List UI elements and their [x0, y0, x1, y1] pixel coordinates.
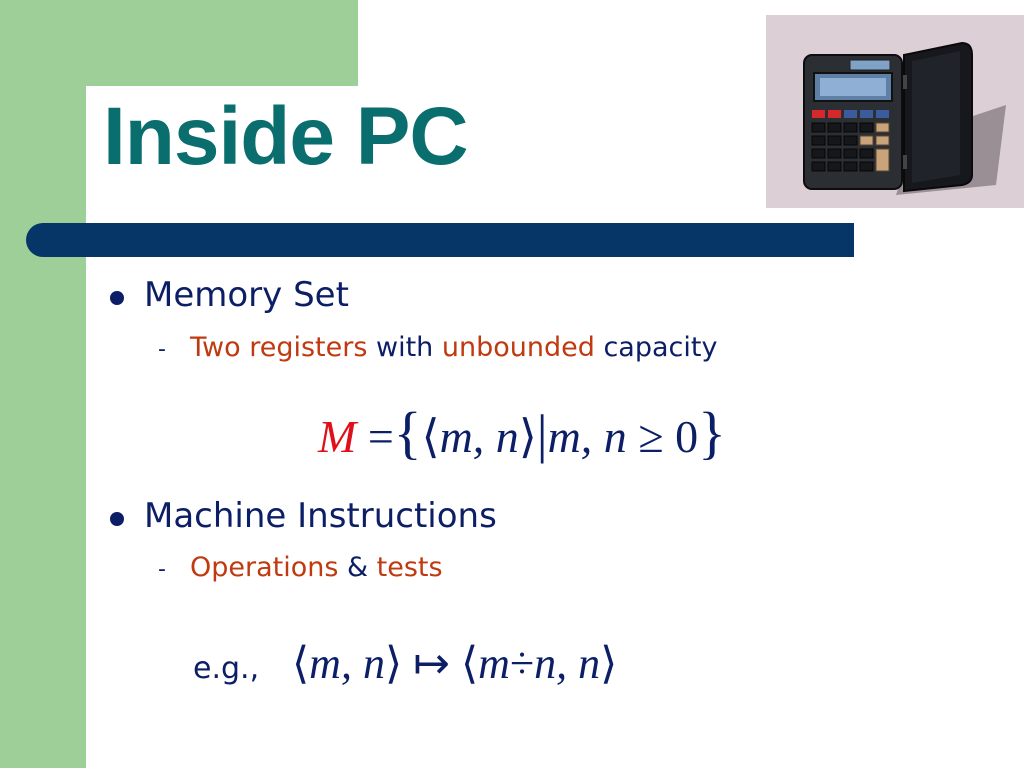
bullet-dot — [110, 291, 124, 305]
sub-bullet-registers: Two registers with unbounded capacity — [190, 332, 718, 363]
sub-bullet-dash: - — [158, 337, 166, 362]
bullet-machine-instructions: Machine Instructions — [144, 496, 497, 536]
formula-m: M — [318, 411, 357, 462]
example-formula: ⟨m, n⟩ ↦ ⟨m÷n, n⟩ — [292, 639, 618, 688]
slide-title: Inside PC — [103, 91, 469, 182]
title-underline-bar — [26, 223, 854, 257]
bullet-memory-set: Memory Set — [144, 275, 349, 315]
memory-set-formula: M ={⟨m, n⟩|m, n ≥ 0} — [318, 400, 726, 465]
example-label: e.g., — [193, 651, 260, 686]
calculator-icon — [766, 15, 1024, 208]
highlight-tests: tests — [376, 552, 443, 583]
sub-bullet-dash: - — [158, 557, 166, 582]
green-top-band — [86, 0, 358, 86]
highlight-unbounded: unbounded — [441, 332, 595, 363]
highlight-operations: Operations — [190, 552, 339, 583]
highlight-two-registers: Two registers — [190, 332, 368, 363]
green-side-band — [0, 0, 86, 768]
sub-bullet-operations: Operations & tests — [190, 552, 443, 583]
mapsto-icon: ↦ — [413, 639, 450, 688]
bullet-dot — [110, 512, 124, 526]
